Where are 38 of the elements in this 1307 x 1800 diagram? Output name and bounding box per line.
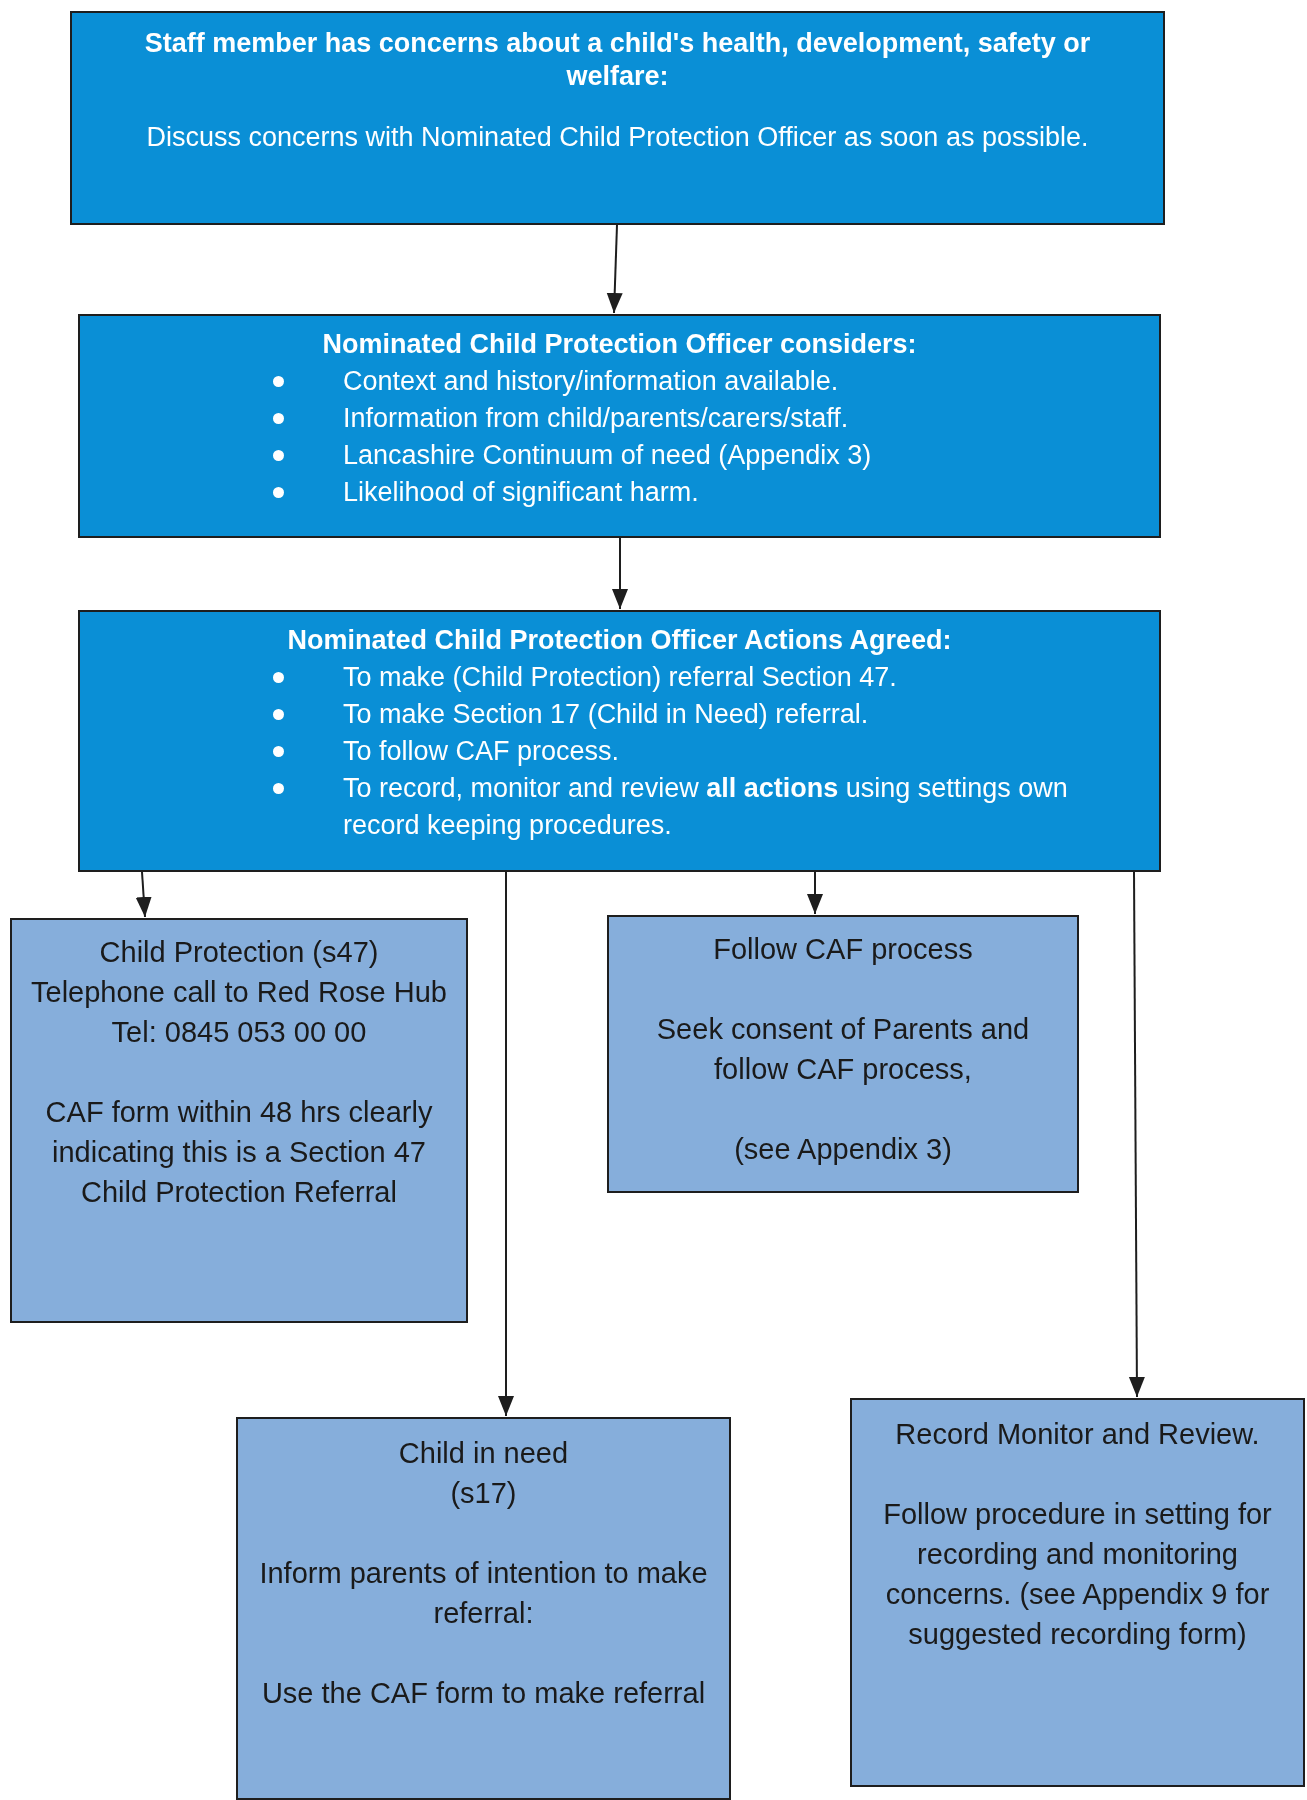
heading-text: Staff member has concerns about a child's health, development, safety or welfare:	[143, 27, 1092, 93]
heading-text: Record Monitor and Review.	[894, 1417, 1261, 1452]
heading-text: Nominated Child Protection Officer Actions Agreed:	[286, 624, 953, 657]
body-text: Use the CAF form to make referral	[260, 1676, 707, 1711]
bullet-text: Context and history/information available.	[343, 365, 839, 398]
body-text: Tel: 0845 053 00 00	[110, 1015, 368, 1050]
body-text: Follow procedure in setting for recording and monitoring concerns. (see Appendix 9 for suggested recording form)	[882, 1497, 1273, 1652]
body-text: Telephone call to Red Rose Hub	[30, 975, 448, 1010]
arrow	[1128, 871, 1145, 1398]
bullet-text: Information from child/parents/carers/staff.	[343, 402, 849, 435]
outcome-box	[10, 918, 468, 1323]
bullet-text: Likelihood of significant harm.	[343, 476, 699, 509]
body-text: (s17)	[449, 1476, 518, 1511]
arrow	[606, 224, 623, 314]
body-text: (see Appendix 3)	[733, 1132, 953, 1167]
bullet-text: To make (Child Protection) referral Section 47.	[343, 661, 897, 694]
body-text: Discuss concerns with Nominated Child Protection Officer as soon as possible.	[145, 121, 1090, 154]
arrow	[135, 871, 152, 918]
body-text: Seek consent of Parents and follow CAF process,	[655, 1012, 1031, 1087]
outcome-box	[236, 1417, 731, 1800]
process-box	[78, 610, 1161, 872]
outcome-box	[607, 915, 1079, 1193]
heading-text: Child in need	[397, 1436, 570, 1471]
bullet-text: Lancashire Continuum of need (Appendix 3)	[343, 439, 872, 472]
body-text: CAF form within 48 hrs clearly indicating this is a Section 47 Child Protection Referral	[44, 1095, 434, 1210]
bullet-text: To follow CAF process.	[343, 735, 620, 768]
process-box	[78, 314, 1161, 538]
arrow	[807, 871, 823, 915]
heading-text: Child Protection (s47)	[98, 935, 380, 970]
bullet-text: To make Section 17 (Child in Need) referral.	[343, 698, 869, 731]
arrow	[498, 871, 514, 1417]
bullet-text: To record, monitor and review all actions using settings own record keeping procedures.	[343, 772, 1069, 842]
process-box	[70, 11, 1165, 225]
heading-text: Follow CAF process	[712, 932, 974, 967]
arrow	[612, 537, 628, 610]
heading-text: Nominated Child Protection Officer considers:	[321, 328, 918, 361]
body-text: Inform parents of intention to make referral:	[258, 1556, 709, 1631]
outcome-box	[850, 1398, 1305, 1787]
